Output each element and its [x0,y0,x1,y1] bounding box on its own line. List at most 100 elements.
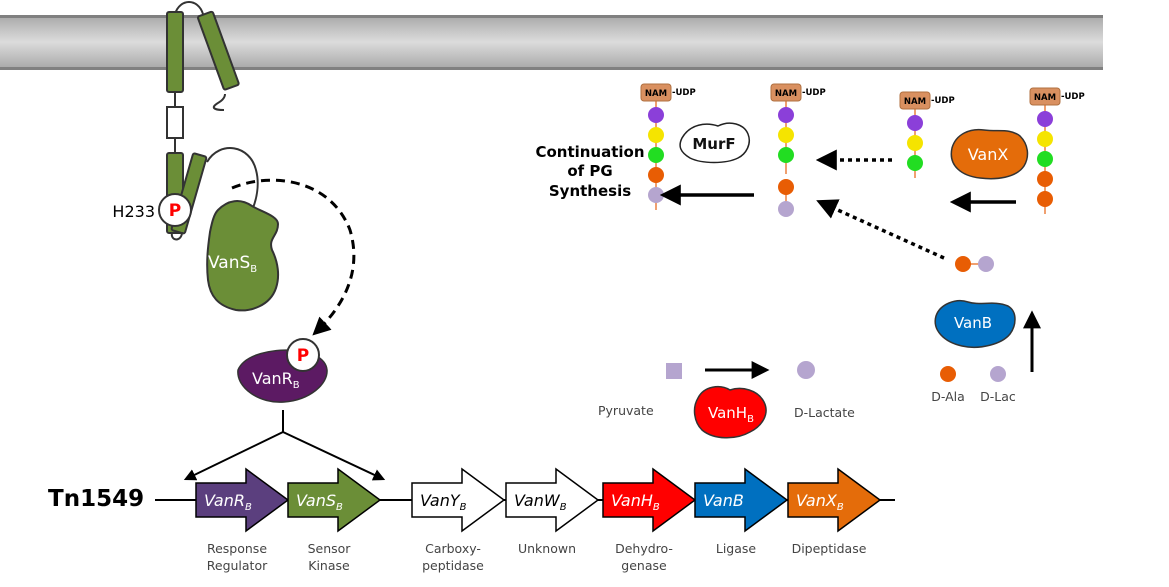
gene-label: VanYB [420,491,467,513]
amino-acid-bead [1037,131,1053,147]
udp-label: -UDP [802,88,826,98]
continuation-line-3: Synthesis [549,182,631,200]
vans-label: VanSB [208,253,257,275]
amino-acid-bead [1037,151,1053,167]
gene-label: VanWB [514,491,567,513]
precursor-chain: NAM -UDP [899,91,955,178]
gene-function-label: Sensor [308,541,352,556]
nam-label: NAM [775,89,797,99]
d-lactate-icon [797,361,815,379]
amino-acid-bead [778,107,794,123]
continuation-line-1: Continuation [535,143,644,161]
murf-label: MurF [692,135,735,153]
operon: Tn1549 VanRBResponseRegulatorVanSBSensor… [48,467,895,573]
gene-function-label: Ligase [716,541,757,556]
gene-vanyb: VanYB Carboxy-peptidase [411,467,506,573]
gene-vanwb: VanWB Unknown [505,467,600,556]
amino-acid-bead [778,127,794,143]
gene-arrow [602,467,697,533]
amino-acid-bead [648,147,664,163]
gene-label: VanRB [204,491,252,513]
nam-box [770,83,802,102]
gene-function-label: Unknown [518,541,576,556]
gene-label: VanXB [796,491,844,513]
pyruvate-label: Pyruvate [598,403,654,418]
gene-function-label: genase [621,558,667,573]
phospho-circle-vans [158,193,192,227]
d-ala-d-lac-depsipeptide [955,256,994,272]
nam-box [1029,87,1061,106]
d-lac-label: D-Lac [980,389,1016,404]
phosphotransfer-arrow [231,178,356,336]
gene-function-label: peptidase [422,558,484,573]
phospho-circle-vanr [286,338,320,372]
d-ala-icon [940,366,956,382]
d-ala-label: D-Ala [931,389,965,404]
gene-label: VanHB [611,491,660,513]
vanx-enzyme: VanX [950,128,1029,180]
gene-arrow [787,467,882,533]
nam-box [899,91,931,110]
pyruvate-icon [666,363,682,379]
continuation-line-2: of PG [567,162,612,180]
vanh-enzyme: VanHB [693,385,767,439]
d-lactate-label: D-Lactate [794,405,855,420]
vans-kinase-domain: VanSB [206,200,280,312]
amino-acid-bead [1037,191,1053,207]
precursor-chain: NAM-UDP [640,83,696,210]
amino-acid-bead [907,135,923,151]
amino-acid-bead [648,127,664,143]
vanb-label: VanB [954,314,992,332]
gene-arrow [505,467,600,533]
vanx-label: VanX [968,145,1009,164]
gene-function-label: Dipeptidase [792,541,867,556]
amino-acid-bead [778,179,794,195]
amino-acid-bead [648,187,664,203]
gene-vanhb: VanHB Dehydro-genase [602,467,697,573]
nam-box [640,83,672,102]
gene-function-label: Dehydro- [615,541,673,556]
amino-acid-bead [907,155,923,171]
vanh-label: VanHB [708,404,754,425]
continuation-label: Continuation of PG Synthesis [535,143,644,200]
gene-label: VanB [703,491,744,510]
amino-acid-bead [778,147,794,163]
operon-name: Tn1549 [48,486,144,512]
gene-arrow [694,467,789,533]
gene-function-label: Kinase [308,558,350,573]
udp-label: -UDP [931,96,955,106]
residue-label: H233 [112,202,155,221]
gene-vanxb: VanXB Dipeptidase [787,467,882,556]
gene-function-label: Response [207,541,267,556]
precursor-chain: NAM -UDP [1029,87,1085,214]
phospho-label-vans: P [169,201,181,221]
gene-vanb: VanB Ligase [694,467,789,556]
gene-arrow [195,467,290,533]
nam-label: NAM [904,97,926,107]
amino-acid-bead [648,167,664,183]
vanr-label: VanRB [252,369,300,391]
depsipeptide-dotted-arrow [816,199,945,260]
gene-function-label: Regulator [207,558,268,573]
nam-label: NAM [645,89,667,99]
gene-arrow [287,467,382,533]
amino-acid-bead [1037,171,1053,187]
vanr-protein: VanRB P [237,338,328,403]
amino-acid-bead [648,107,664,123]
amino-acid-bead [1037,111,1053,127]
gene-arrow [411,467,506,533]
udp-label: -UDP [1061,92,1085,102]
amino-acid-bead [907,115,923,131]
vanb-enzyme: VanB [934,300,1016,348]
d-lac-icon [990,366,1006,382]
phospho-label-vanr: P [297,346,309,366]
precursor-chain: NAM -UDP [770,83,826,217]
regulation-arrows [183,410,386,481]
nam-label: NAM [1034,93,1056,103]
gene-function-label: Carboxy- [425,541,481,556]
histidine-phosphosite: P H233 [112,193,192,227]
